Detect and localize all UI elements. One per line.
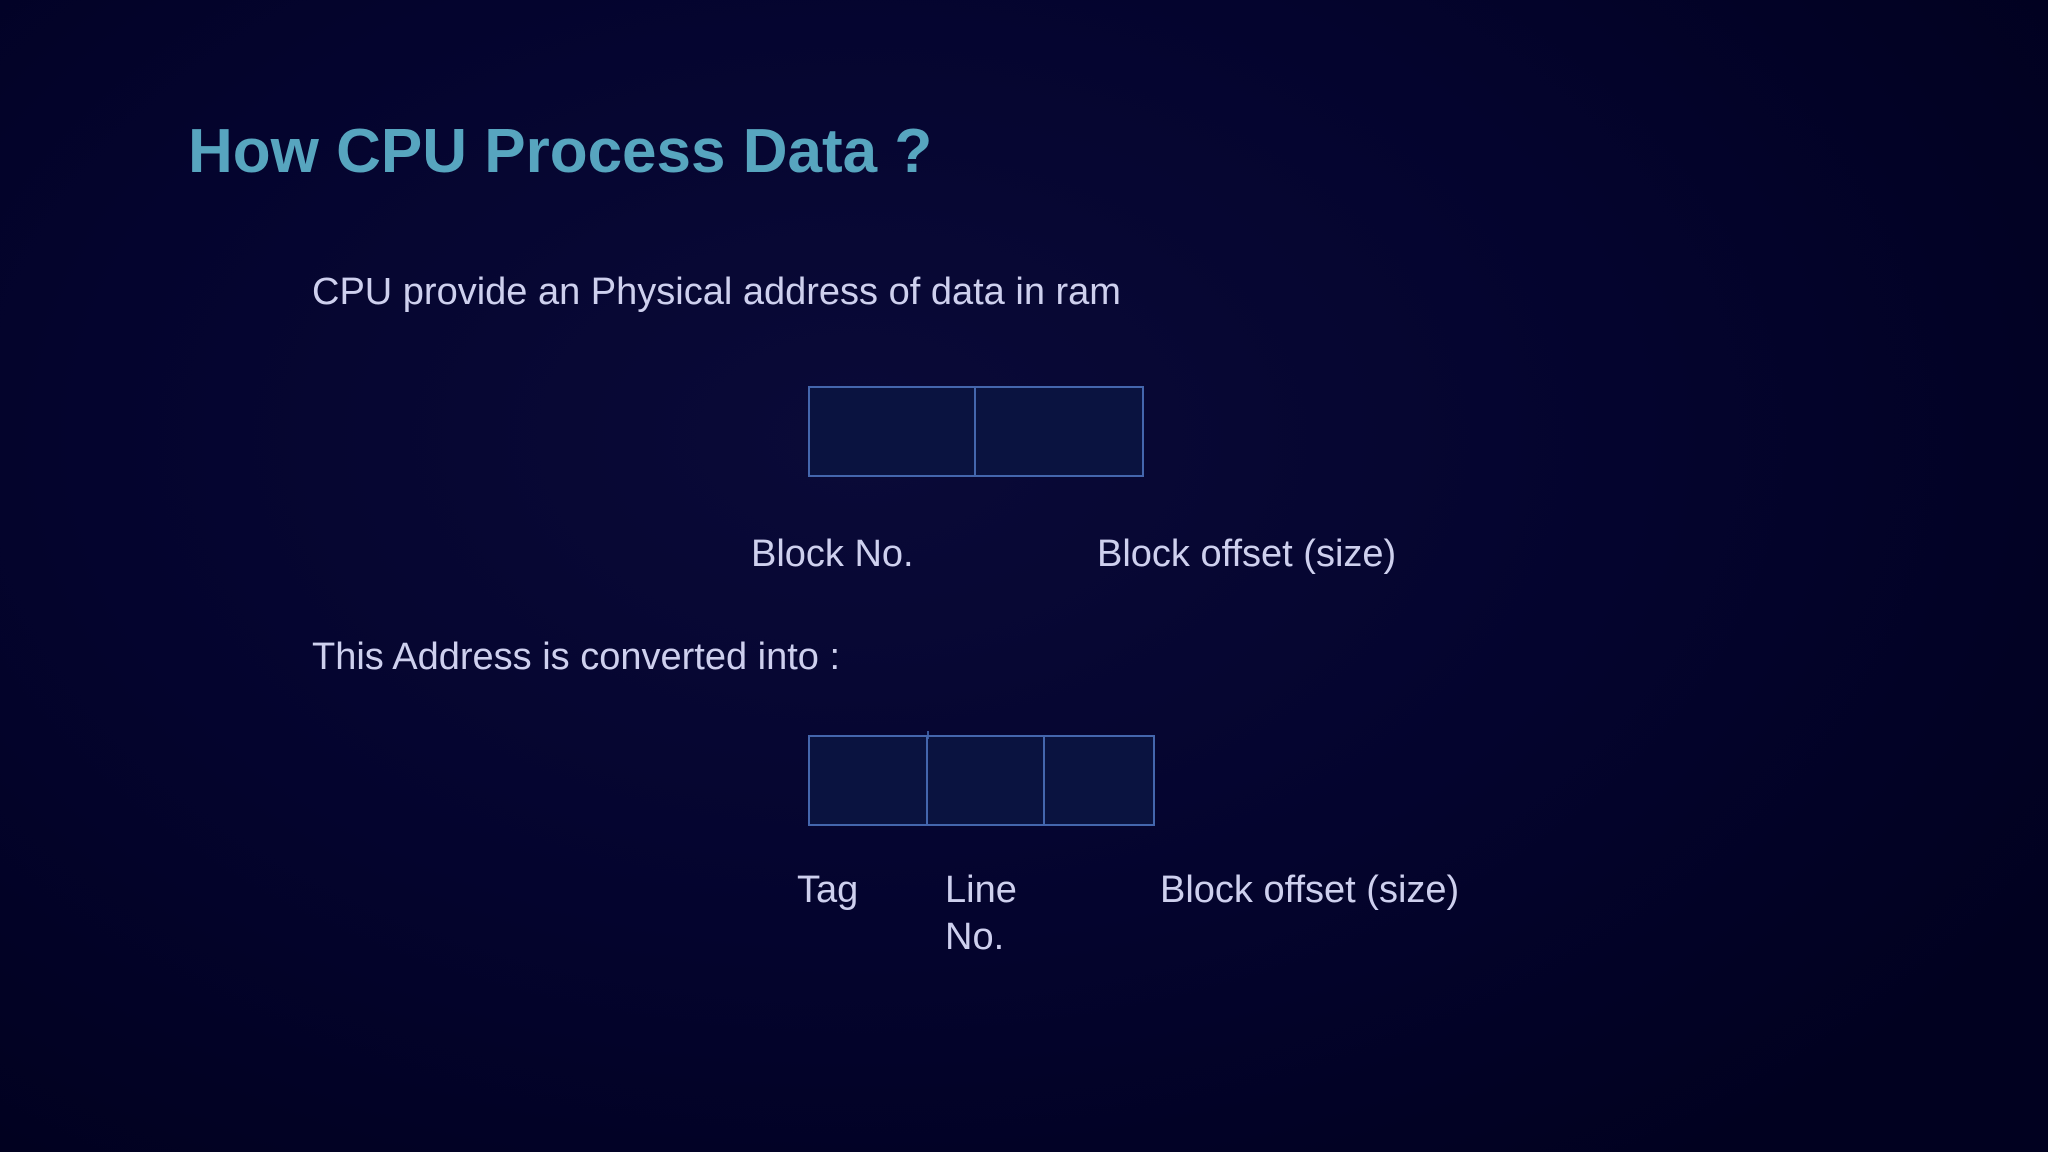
slide-title: How CPU Process Data ? [188, 117, 933, 186]
block-offset-cell [1045, 737, 1154, 824]
line-no-cell [927, 737, 1046, 824]
block-offset-label: Block offset (size) [1097, 533, 1397, 575]
block-offset-label: Block offset (size) [1160, 869, 1460, 911]
block-no-label: Block No. [751, 533, 914, 575]
physical-address-box [808, 386, 1144, 477]
tag-label: Tag [797, 869, 859, 911]
block-offset-cell [976, 388, 1142, 475]
conversion-caption: This Address is converted into : [312, 636, 841, 678]
divider-overshoot [927, 731, 929, 739]
tag-cell [810, 737, 928, 824]
line-no-label: Line No. [945, 869, 1017, 959]
intro-text: CPU provide an Physical address of data … [312, 271, 1121, 313]
converted-address-box [808, 731, 1155, 826]
block-no-cell [810, 388, 976, 475]
